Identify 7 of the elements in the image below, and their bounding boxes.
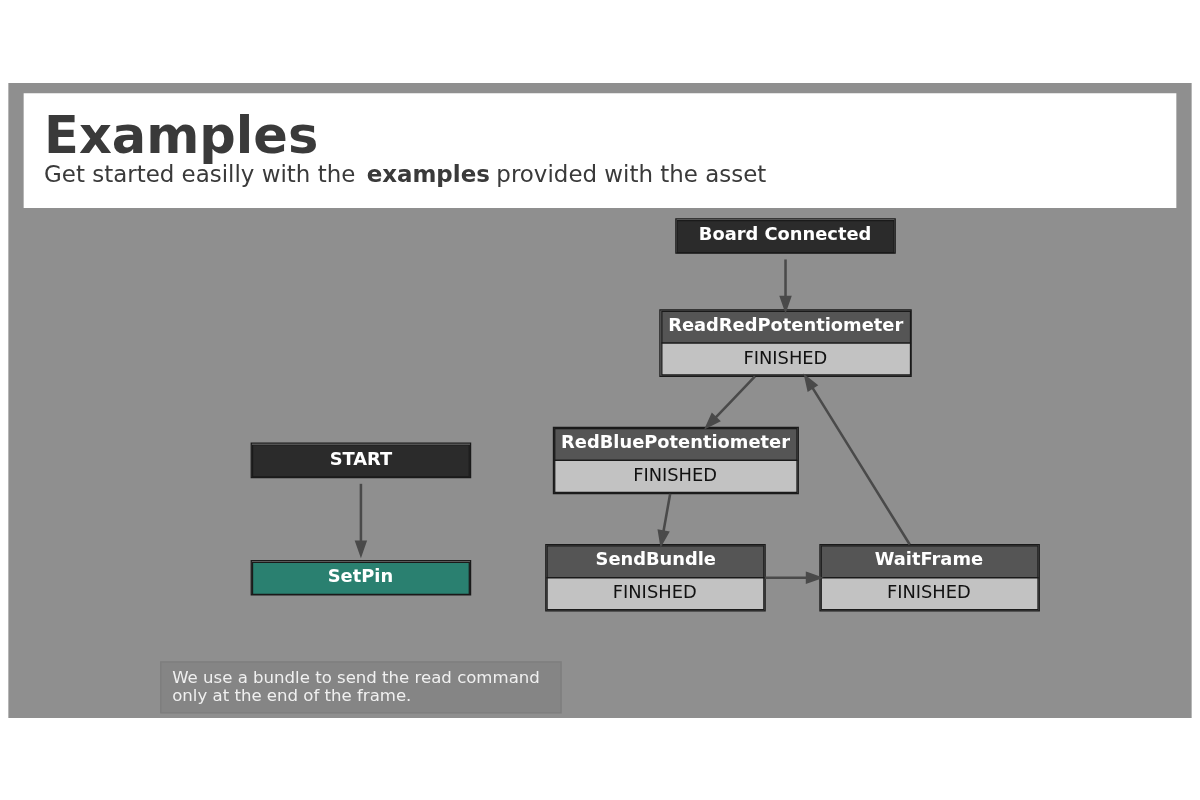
arrow	[354, 483, 368, 558]
diagram-title: Examples	[44, 105, 319, 165]
arrow	[779, 258, 792, 314]
arrow	[803, 372, 911, 545]
arrow	[765, 571, 824, 584]
arrow	[703, 374, 756, 430]
arrow	[657, 492, 672, 548]
